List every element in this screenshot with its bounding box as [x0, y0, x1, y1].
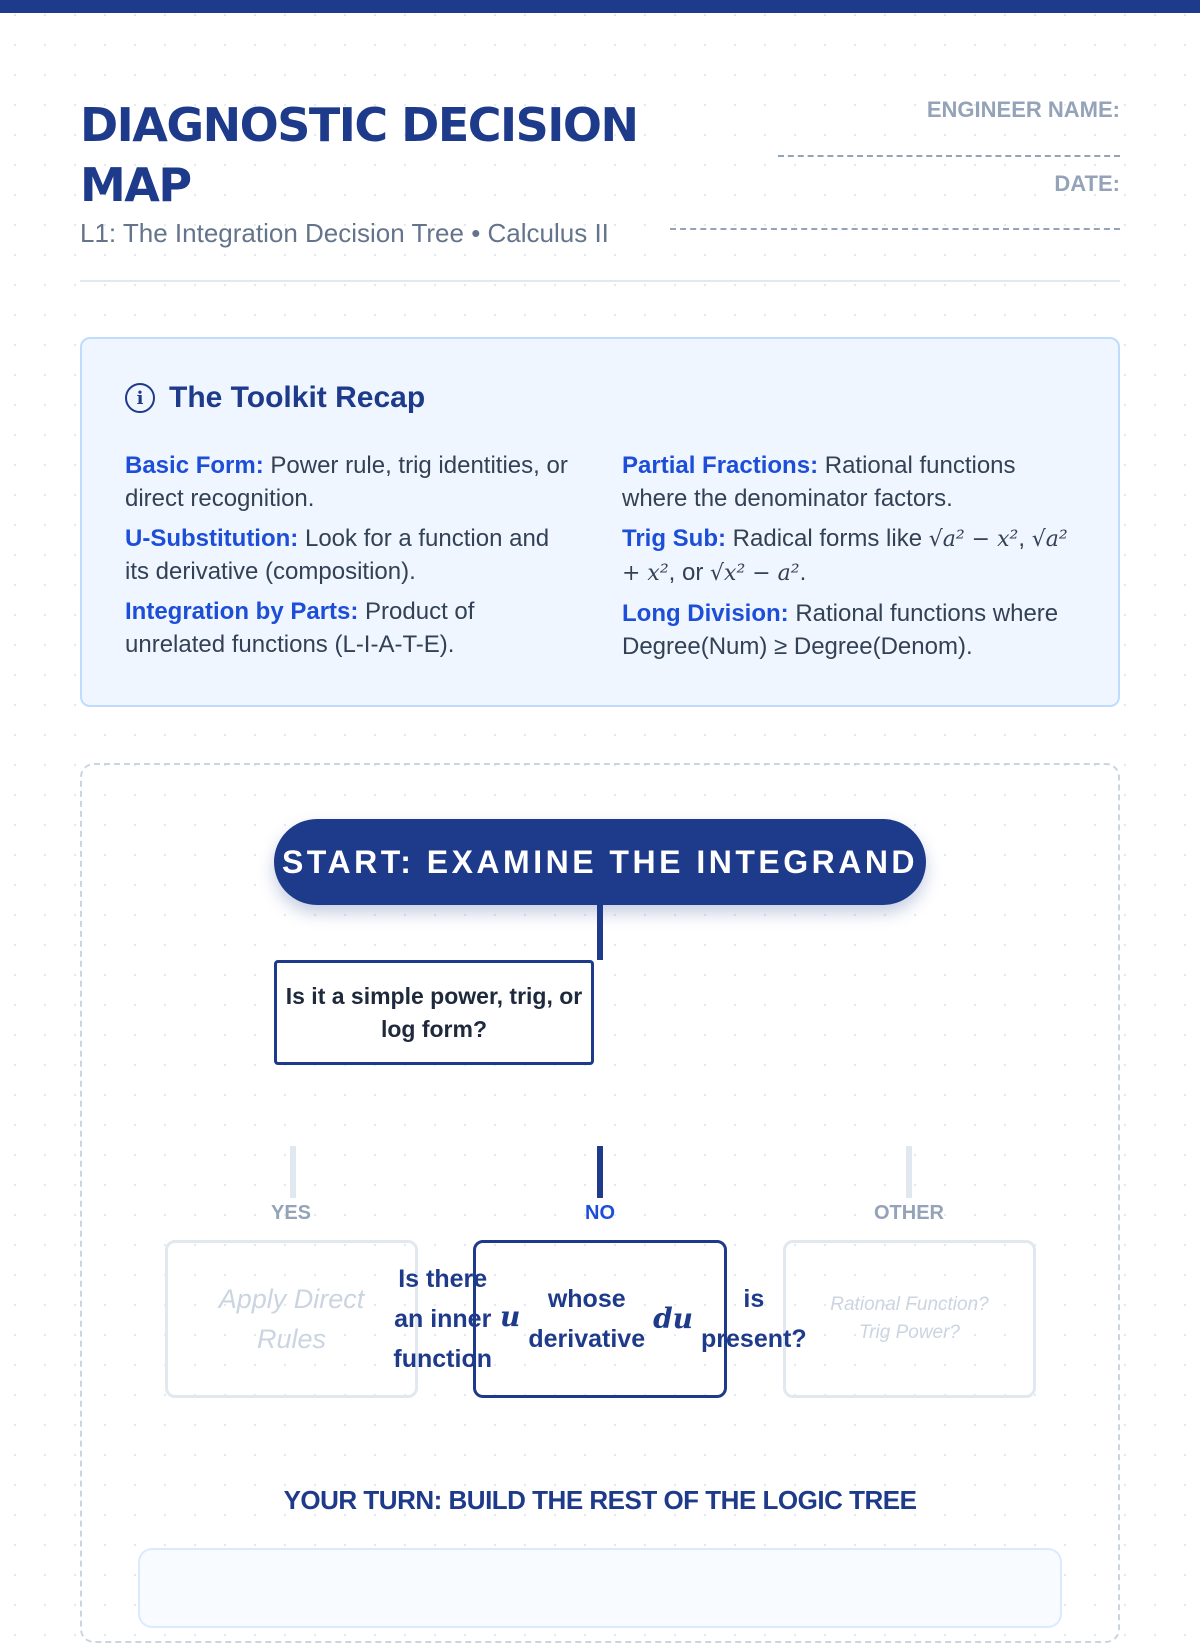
top-bar	[0, 0, 1200, 13]
yes-box: Apply Direct Rules	[165, 1240, 418, 1398]
question-node-2: Is there an inner function u whose deriv…	[393, 1240, 807, 1398]
branch-label-no: NO	[585, 1202, 615, 1224]
q2-text: whose derivative	[528, 1285, 646, 1353]
recap-title: i The Toolkit Recap	[125, 381, 425, 415]
branch-label-yes: YES	[270, 1202, 312, 1224]
connector	[597, 905, 603, 960]
recap-title-text: The Toolkit Recap	[169, 381, 426, 414]
start-node: START: EXAMINE THE INTEGRAND	[274, 819, 926, 905]
recap-item: Trig Sub: Radical forms like √a² − x², √…	[622, 525, 1068, 586]
connector-no	[597, 1146, 603, 1198]
recap-item: Integration by Parts: Product of unrelat…	[125, 598, 475, 658]
page-subtitle: L1: The Integration Decision Tree • Calc…	[80, 218, 609, 248]
your-turn-heading: YOUR TURN: BUILD THE REST OF THE LOGIC T…	[283, 1485, 917, 1515]
recap-right-column: Partial Fractions: Rational functions wh…	[622, 449, 1072, 670]
q2-text: is present?	[701, 1285, 807, 1353]
q2-math: du	[653, 1302, 694, 1335]
divider	[80, 280, 1120, 282]
info-icon: i	[125, 383, 155, 413]
build-area[interactable]	[138, 1548, 1062, 1628]
q2-math: u	[500, 1300, 521, 1333]
q2-text: Is there an inner function	[393, 1265, 492, 1373]
recap-item: Basic Form: Power rule, trig identities,…	[125, 452, 568, 512]
recap-left-column: Basic Form: Power rule, trig identities,…	[125, 449, 575, 668]
date-field[interactable]	[670, 228, 1120, 230]
question-node-1: Is it a simple power, trig, or log form?	[274, 960, 594, 1065]
toolkit-recap: i The Toolkit Recap Basic Form: Power rul…	[80, 337, 1120, 707]
other-box: Rational Function? Trig Power?	[783, 1240, 1036, 1398]
engineer-name-label: ENGINEER NAME:	[926, 97, 1120, 122]
recap-item: U-Substitution: Look for a function and …	[125, 525, 550, 585]
connector-yes	[290, 1146, 296, 1198]
engineer-name-field[interactable]	[778, 155, 1120, 157]
recap-item: Long Division: Rational functions where …	[622, 600, 1059, 660]
recap-item: Partial Fractions: Rational functions wh…	[622, 452, 1016, 512]
date-label: DATE:	[1054, 171, 1120, 196]
branch-label-other: OTHER	[874, 1202, 944, 1224]
connector-other	[906, 1146, 912, 1198]
page-title: DIAGNOSTIC DECISION MAP	[80, 98, 639, 212]
